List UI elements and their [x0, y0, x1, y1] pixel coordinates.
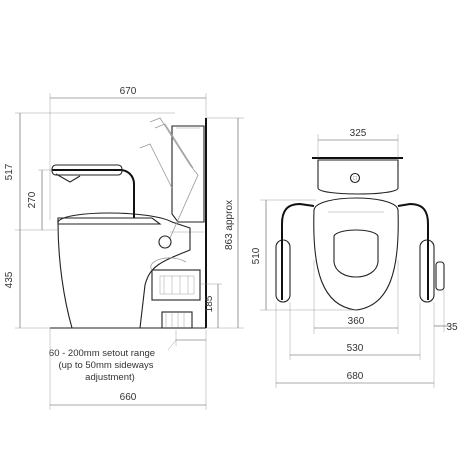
top-view: 325 510 360 530 680 35 [251, 128, 458, 388]
left-grab-rail [281, 202, 315, 300]
dim-outlet-height: 185 [204, 295, 215, 312]
dim-top-width: 670 [120, 86, 137, 97]
dim-cistern-width: 325 [350, 128, 367, 139]
pivot-knob [158, 235, 172, 249]
top-cistern [317, 159, 399, 195]
dim-bottom-width: 660 [120, 392, 137, 403]
seat-outline [57, 217, 162, 225]
top-seat [313, 197, 399, 311]
left-grab-pad [275, 239, 291, 303]
dim-grip-offset: 35 [446, 322, 458, 333]
cistern-outline [171, 125, 205, 223]
dim-overall-height: 863 approx [224, 200, 235, 250]
dim-seat-height: 435 [4, 271, 15, 288]
dim-total-width: 680 [347, 371, 364, 382]
setout-note-line2: (up to 50mm sideways [58, 360, 153, 371]
setout-note-line3: adjustment) [85, 372, 135, 383]
dim-seat-width: 360 [348, 316, 365, 327]
dim-total-height: 517 [4, 163, 15, 180]
side-grip [435, 261, 445, 291]
armrest-lowered [52, 169, 135, 218]
right-grab-rail [397, 202, 429, 300]
flush-button [349, 172, 361, 184]
dim-armrest-height: 270 [27, 191, 38, 208]
top-bowl [333, 229, 379, 278]
pan-outline [57, 212, 191, 329]
setout-note-line1: 60 - 200mm setout range [49, 348, 155, 359]
waste-connector [150, 257, 201, 329]
side-view: 670 517 270 435 863 approx 185 60 - 200m… [4, 86, 244, 410]
dim-arm-span: 530 [347, 343, 364, 354]
right-grab-pad [419, 239, 435, 303]
dim-depth: 510 [251, 247, 262, 264]
armrest-raised-ghost [149, 117, 199, 239]
